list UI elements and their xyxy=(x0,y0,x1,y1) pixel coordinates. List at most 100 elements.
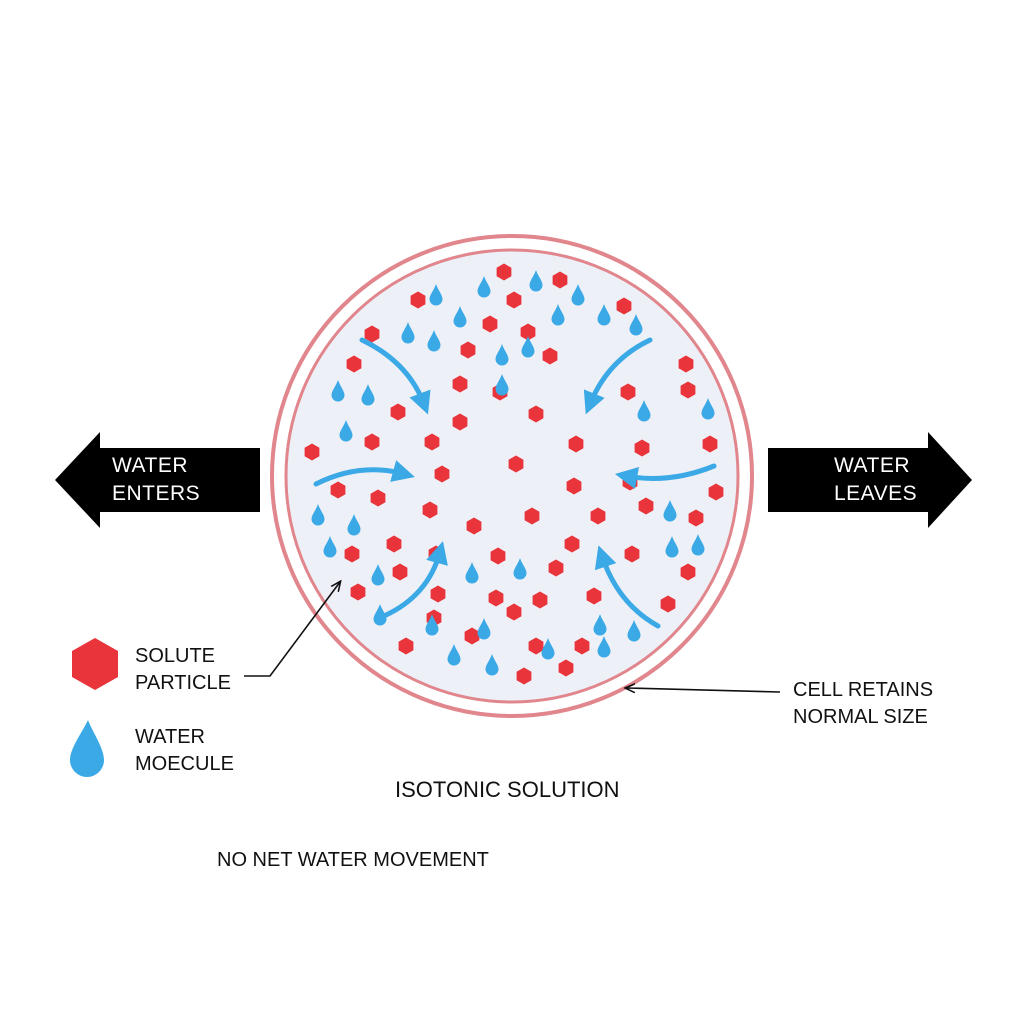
water-molecule xyxy=(513,558,527,580)
solute-particle xyxy=(434,465,450,483)
solute-particle xyxy=(506,603,522,621)
solute-particle xyxy=(586,587,602,605)
flow-arrow-top-left xyxy=(359,337,431,415)
solute-particle xyxy=(638,497,654,515)
flow-arrow-mid-left xyxy=(313,460,415,487)
solute-particle xyxy=(330,481,346,499)
water-enters-line-2: ENTERS xyxy=(112,482,201,505)
solute-particle xyxy=(410,291,426,309)
solute-particle xyxy=(558,659,574,677)
solute-particle xyxy=(520,323,536,341)
cell-note-label: CELL RETAINS NORMAL SIZE xyxy=(793,677,933,731)
water-legend-label: WATER MOECULE xyxy=(135,724,234,778)
solute-particle xyxy=(708,483,724,501)
water-molecule xyxy=(593,614,607,636)
legend-pointer-line xyxy=(244,582,340,677)
solute-particle xyxy=(424,433,440,451)
cell-note-pointer-line xyxy=(626,688,781,692)
solute-particle xyxy=(370,489,386,507)
water-molecule xyxy=(401,322,415,344)
water-molecule xyxy=(447,644,461,666)
solute-particle xyxy=(392,563,408,581)
solute-particle xyxy=(488,589,504,607)
solute-particle xyxy=(624,545,640,563)
solute-particle xyxy=(390,403,406,421)
water-molecule xyxy=(597,304,611,326)
water-molecule xyxy=(521,336,535,358)
hexagon-icon xyxy=(72,638,118,690)
solute-particle xyxy=(364,433,380,451)
water-molecule xyxy=(453,306,467,328)
solute-particle xyxy=(460,341,476,359)
solute-particle xyxy=(620,383,636,401)
solute-particle xyxy=(678,355,694,373)
solute-particle xyxy=(364,325,380,343)
water-molecule xyxy=(627,620,641,642)
solute-legend-line-1: SOLUTE xyxy=(135,645,216,667)
solute-particle xyxy=(506,291,522,309)
water-enters-line-1: WATER xyxy=(112,454,188,477)
water-molecule xyxy=(477,618,491,640)
solution-type-label: ISOTONIC SOLUTION xyxy=(395,777,620,802)
solute-particle xyxy=(482,315,498,333)
solute-particle xyxy=(350,583,366,601)
solute-particle xyxy=(490,547,506,565)
summary-label: NO NET WATER MOVEMENT xyxy=(217,849,489,871)
water-molecule xyxy=(597,636,611,658)
water-molecule xyxy=(361,384,375,406)
water-molecule xyxy=(637,400,651,422)
water-molecule xyxy=(311,504,325,526)
solute-particle xyxy=(568,435,584,453)
flow-arrow-top-right xyxy=(583,337,653,415)
solute-particle xyxy=(304,443,320,461)
flow-arrow-bottom-right xyxy=(594,545,661,629)
solute-particle xyxy=(528,405,544,423)
solute-particle xyxy=(422,501,438,519)
solute-particle xyxy=(574,637,590,655)
particles-layer xyxy=(304,263,724,685)
solute-particle xyxy=(634,439,650,457)
solute-particle xyxy=(564,535,580,553)
water-molecule xyxy=(571,284,585,306)
solute-particle xyxy=(680,563,696,581)
water-leaves-line-2: LEAVES xyxy=(834,482,918,505)
solute-particle xyxy=(688,509,704,527)
water-molecule xyxy=(425,614,439,636)
solute-particle xyxy=(616,297,632,315)
water-molecule xyxy=(373,604,387,626)
solute-particle xyxy=(528,637,544,655)
water-molecule xyxy=(331,380,345,402)
cell-note-line-2: NORMAL SIZE xyxy=(793,706,928,728)
water-legend-line-2: MOECULE xyxy=(135,753,234,775)
water-molecule xyxy=(495,374,509,396)
water-molecule xyxy=(665,536,679,558)
water-molecule xyxy=(691,534,705,556)
solute-particle xyxy=(452,413,468,431)
water-flow-arrows xyxy=(313,337,717,629)
solute-legend-label: SOLUTE PARTICLE xyxy=(135,643,231,697)
solute-particle xyxy=(542,347,558,365)
water-molecule xyxy=(429,284,443,306)
solute-particle xyxy=(590,507,606,525)
solute-particle xyxy=(516,667,532,685)
solute-particle xyxy=(548,559,564,577)
water-legend-line-1: WATER xyxy=(135,726,205,748)
solute-legend-line-2: PARTICLE xyxy=(135,672,231,694)
solute-particle xyxy=(566,477,582,495)
solute-particle xyxy=(430,585,446,603)
solute-particle xyxy=(660,595,676,613)
water-molecule xyxy=(427,330,441,352)
solute-particle xyxy=(398,637,414,655)
water-molecule xyxy=(339,420,353,442)
water-molecule xyxy=(347,514,361,536)
water-enters-arrow xyxy=(55,432,260,528)
solute-particle xyxy=(466,517,482,535)
solute-particle xyxy=(508,455,524,473)
droplet-icon xyxy=(70,720,104,777)
solute-particle xyxy=(524,507,540,525)
solute-particle xyxy=(552,271,568,289)
flow-arrow-bottom-left xyxy=(381,541,448,619)
water-enters-label: WATER ENTERS xyxy=(112,452,200,508)
water-molecule xyxy=(629,314,643,336)
solute-particle xyxy=(344,545,360,563)
